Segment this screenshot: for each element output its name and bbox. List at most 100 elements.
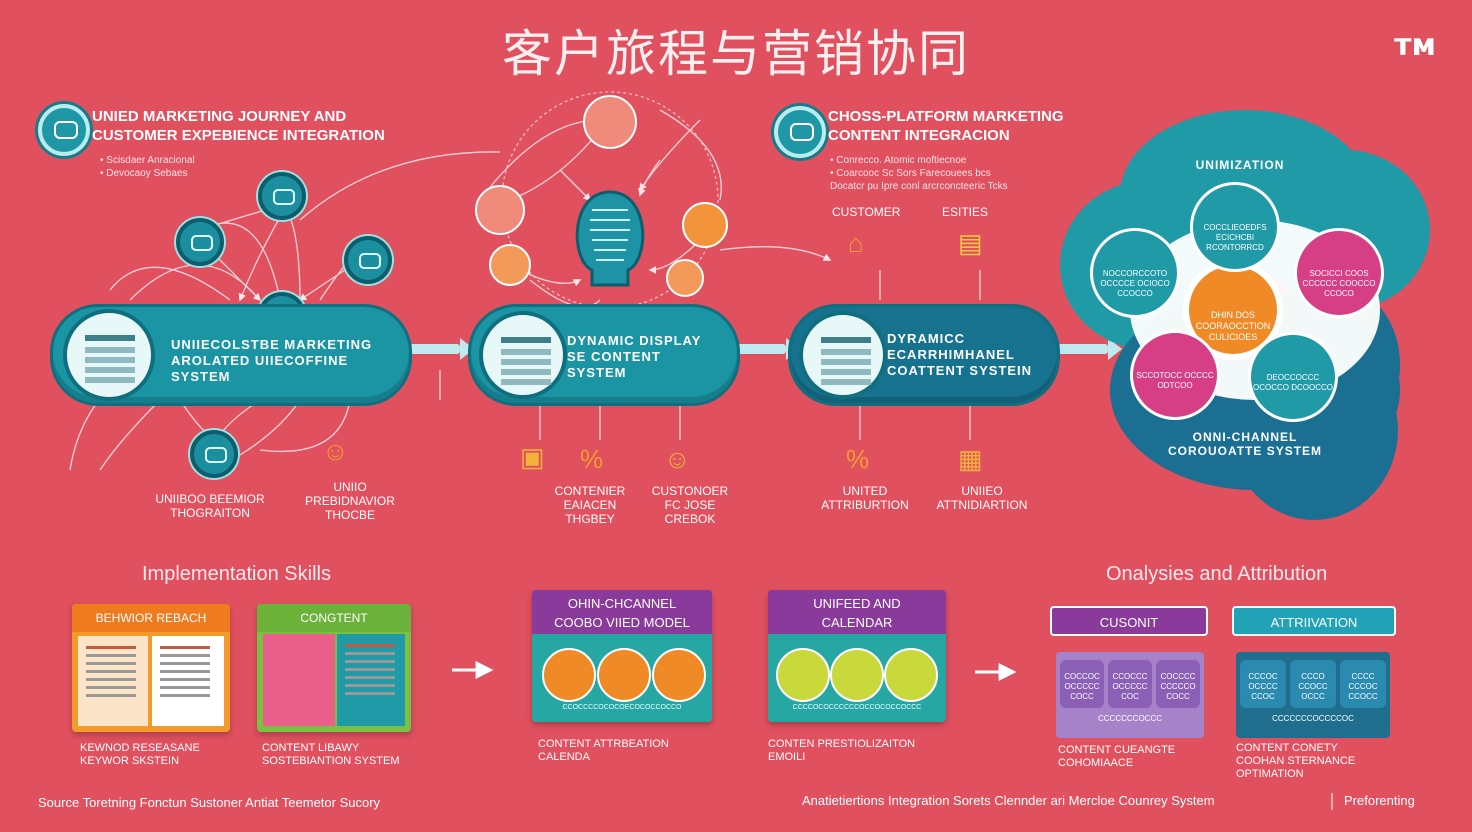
brand-logo: ᴛᴍ <box>1394 28 1436 63</box>
bullet-item: • Conrecco. Atomic moftiecnoe <box>830 155 967 166</box>
panel-footer: CCCCCCCOCCCCOC <box>1272 714 1354 723</box>
content-analysis-panel: COCCOC OCCCCC COCC CCOCCC OCCCCC COC COC… <box>1056 652 1204 738</box>
cloud-bottom-label: ONNI-CHANNEL COROUOATTE SYSTEM <box>1130 430 1360 458</box>
card-label-line1: CONTENT CUEANGTE <box>1058 744 1176 756</box>
card-caption: CCCCOCOCCCCCCOCCOCOCCOCCC <box>792 704 922 711</box>
section1-heading: UNIED MARKETING JOURNEY AND CUSTOMER EXP… <box>92 107 385 145</box>
card-head: CONGTENT <box>257 604 411 632</box>
card-label: CONTENT ATTRBEATION CALENDA <box>538 738 669 764</box>
bottom-label-line3: THGBEY <box>565 512 615 526</box>
card-label-line2: CALENDA <box>538 751 590 763</box>
card-label-line1: CONTENT CONETY <box>1236 742 1338 754</box>
card-head-line2: COOBO VIIED MODEL <box>554 615 690 630</box>
card-label: CONTEN PRESTIOLIZAITON EMOILI <box>768 738 915 764</box>
bullet-item: • Coarcooc Sc Sors Farecouees bcs <box>830 168 991 179</box>
bullet-item: • Devocaoy Sebaes <box>100 168 188 179</box>
behavior-research-card: BEHWIOR REBACH <box>72 604 230 732</box>
bottom-label-line1: UNITED <box>842 484 888 498</box>
analysis-cell: CCOCCC OCCCCC COC <box>1108 660 1152 708</box>
omni-channel-cloud: UNIMIZATION DHIN DOS COORAOCCTION CULICI… <box>1060 110 1460 530</box>
section1-bullets: • Scisdaer Anracional • Devocaoy Sebaes <box>100 154 195 180</box>
card-label: KEWNOD RESEASANE KEYWOR SKSTEIN <box>80 742 200 768</box>
document-icon <box>63 309 155 401</box>
card-label-line2: COHOMIAACE <box>1058 757 1134 769</box>
satellite-node: SCCOTOCC OCCCC ODTCOO <box>1130 330 1220 420</box>
model-circle <box>542 648 596 702</box>
hub-line1: DHIN DOS <box>1210 310 1255 320</box>
card-label: CONTENT LIBAWY SOSTEBIANTION SYSTEM <box>262 742 400 768</box>
card-label-line1: CONTENT LIBAWY <box>262 742 360 754</box>
chip-head: CUSONIT <box>1050 606 1208 636</box>
section2-heading-line2: CONTENT INTEGRACION <box>828 127 1010 144</box>
tablet-icon: ▣ <box>520 442 545 472</box>
model-circle <box>597 648 651 702</box>
unified-calendar-card: UNIFEED AND CALENDAR CCCCOCOCCCCCCOCCOCO… <box>768 590 946 722</box>
card-label-line2: SOSTEBIANTION SYSTEM <box>262 755 400 767</box>
entities-stack-icon: ▤ <box>958 228 983 258</box>
bottom-label: UNIIBOO BEEMIOR THOGRAITON <box>140 492 280 520</box>
document-page <box>152 636 224 726</box>
card-head: OHIN-CHCANNEL COOBO VIIED MODEL <box>532 590 712 634</box>
attribution-cell: CCCC CCCOC CCOCC <box>1340 660 1386 708</box>
bottom-label-line3: CREBOK <box>664 512 716 526</box>
journey-icon <box>38 104 90 156</box>
bottom-label-line2: THOGRAITON <box>170 506 250 520</box>
network-node-icon <box>344 236 392 284</box>
footer-caption: Anatietiertions Integration Sorets Clenn… <box>802 793 1215 808</box>
bottom-label-line3: THOCBE <box>324 508 375 522</box>
pill-label-line2: AROLATED UIIECOFFINE SYSTEM <box>171 353 349 384</box>
bottom-label-line1: CONTENIER <box>554 484 626 498</box>
card-label-line1: KEWNOD RESEASANE <box>80 742 200 754</box>
document-page <box>78 636 148 726</box>
section1-heading-line1: UNIED MARKETING JOURNEY AND <box>92 108 347 125</box>
pill-label: UNIIECOLSTBE MARKETING AROLATED UIIECOFF… <box>171 337 409 385</box>
bottom-label-line2: ATTRIBURTION <box>821 498 909 512</box>
network-node-icon <box>176 218 224 266</box>
bottom-label-line1: UNIIEO <box>961 484 1003 498</box>
bottom-label: UNIIEO ATTNIDIARTION <box>924 484 1040 512</box>
section2-heading-line1: CHOSS-PLATFORM MARKETING <box>828 108 1064 125</box>
bottom-label-line1: UNIIO <box>333 480 367 494</box>
card-label-line1: CONTEN PRESTIOLIZAITON <box>768 738 916 750</box>
footer-source: Source Toretning Fonctun Sustoner Antiat… <box>38 795 381 810</box>
customer-figures-icon: ⌂ <box>848 228 864 258</box>
bottom-label-line1: CUSTONOER <box>651 484 729 498</box>
card-label: CONTENT CUEANGTE COHOMIAACE <box>1058 744 1175 770</box>
bottom-label-line2: EAIACEN <box>563 498 617 512</box>
card-head: BEHWIOR REBACH <box>72 604 230 632</box>
cloud-bottom-line2: COROUOATTE SYSTEM <box>1167 444 1323 458</box>
satellite-node: NOCCORCCOTO OCCCCE OCIOCO CCOCCO <box>1090 228 1180 318</box>
attribution-cell: CCCOC OCCCC CCOC <box>1240 660 1286 708</box>
chart-icon: ▦ <box>958 444 983 474</box>
bullet-item: Docatcr pu Ipre conl arcrconcteeric Tcks <box>830 181 1008 192</box>
hub-line2: COORAOCCTION <box>1195 321 1271 331</box>
pill-label: DYNAMIC DISPLAY SE CONTENT SYSTEM <box>567 333 701 381</box>
satellite-node: DEOCCOCCC OCOCCO DCOOCCO <box>1248 332 1338 422</box>
model-circle <box>776 648 830 702</box>
marketing-system-pill: UNIIECOLSTBE MARKETING AROLATED UIIECOFF… <box>50 304 412 406</box>
bottom-label-line1: UNIIBOO BEEMIOR <box>155 492 265 506</box>
channel-content-pill: DYRAMICC ECARRHIMHANEL COATTENT SYSTEIN <box>788 304 1060 406</box>
platform-icon <box>774 106 826 158</box>
footer-extra: Preforenting <box>1344 793 1415 808</box>
cloud-bottom-line1: ONNI-CHANNEL <box>1192 430 1298 444</box>
document-page <box>337 634 405 726</box>
omni-channel-model-card: OHIN-CHCANNEL COOBO VIIED MODEL CCOCCCCO… <box>532 590 712 722</box>
bottom-label-line2: FC JOSE <box>664 498 716 512</box>
card-label: CONTENT CONETY COOHAN STERNANCE OPTIMATI… <box>1236 742 1355 781</box>
card-head-line2: CALENDAR <box>821 615 893 630</box>
satellite-node: COCCLIEOEDFS ECICHCBI RCONTORRCD <box>1190 182 1280 272</box>
card-label-line1: CONTENT ATTRBEATION <box>538 738 669 750</box>
bottom-label: CUSTONOER FC JOSE CREBOK <box>640 484 740 526</box>
bottom-label-line2: PREBIDNAVIOR <box>305 494 395 508</box>
card-label-line2: EMOILI <box>768 751 806 763</box>
card-label-line2: KEYWOR SKSTEIN <box>80 755 180 767</box>
model-circle <box>830 648 884 702</box>
hub-line3: CULICIOES <box>1208 332 1258 342</box>
people-icon: ☺ <box>322 436 349 466</box>
model-circle <box>652 648 706 702</box>
network-node-icon <box>190 430 238 478</box>
analysis-cell: COCCCC CCCCCO COCC <box>1156 660 1200 708</box>
attribution-cell: CCCO CCOCC OCCC <box>1290 660 1336 708</box>
pill-label-line1: DYRAMICC <box>887 331 966 346</box>
